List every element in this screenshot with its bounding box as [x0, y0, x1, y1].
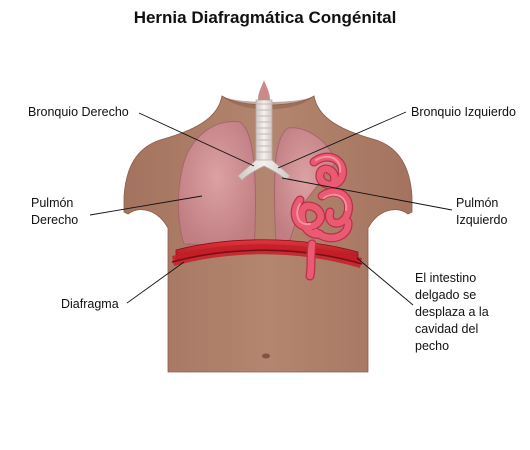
label-intestino-line-5: pecho — [415, 339, 450, 353]
label-intestino-line-4: cavidad del — [415, 322, 479, 336]
intestine — [290, 152, 354, 281]
label-pulmon-derecho-line-1: Pulmón — [31, 196, 74, 210]
label-pulmon-derecho: Pulmón Derecho — [31, 195, 78, 229]
label-pulmon-izquierdo-line-2: Izquierdo — [456, 213, 508, 227]
leader-pulmon-izquierdo — [281, 177, 453, 211]
leader-lines — [89, 111, 453, 306]
label-bronquio-izquierdo: Bronquio Izquierdo — [411, 105, 516, 119]
leader-diafragma — [126, 261, 185, 304]
leader-bronquio-derecho — [138, 112, 255, 167]
label-intestino-line-1: El intestino — [415, 271, 477, 285]
label-intestino-line-3: desplaza a la — [415, 305, 489, 319]
label-pulmon-izquierdo: Pulmón Izquierdo — [456, 195, 507, 229]
diagram-title: Hernia Diafragmática Congénital — [133, 8, 397, 27]
label-intestino: El intestino delgado se desplaza a la ca… — [415, 270, 489, 355]
label-pulmon-izquierdo-line-1: Pulmón — [456, 196, 499, 210]
label-bronquio-derecho: Bronquio Derecho — [28, 105, 129, 119]
right-lung — [177, 121, 256, 247]
leader-intestino — [356, 257, 414, 306]
navel — [262, 353, 270, 359]
label-diafragma: Diafragma — [61, 297, 119, 311]
label-intestino-line-2: delgado se — [415, 288, 477, 302]
leader-bronquio-izquierdo — [277, 111, 407, 169]
label-pulmon-derecho-line-2: Derecho — [31, 213, 79, 227]
leader-pulmon-derecho — [89, 195, 203, 216]
